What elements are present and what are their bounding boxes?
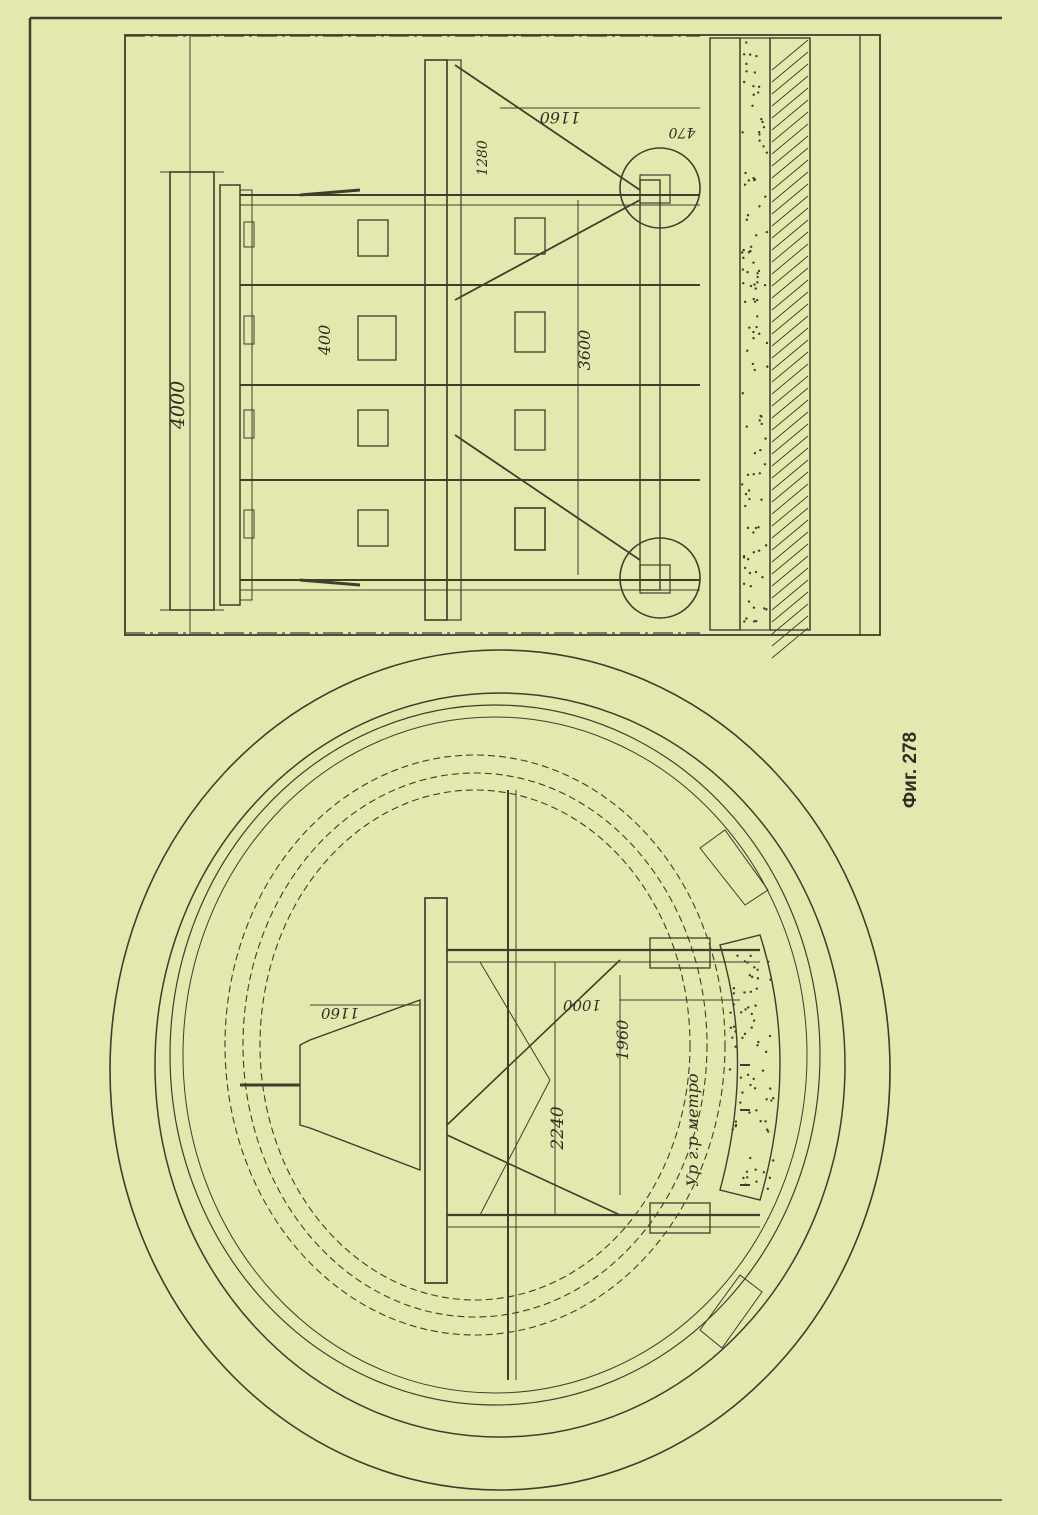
dim-3600: 3600: [575, 330, 594, 371]
dim-1160-section: 1160: [320, 1004, 359, 1022]
tunnel-cross-section: 1160 2240 1960 1000 Ур г.р метро: [109, 649, 891, 1491]
figure-caption: Фиг. 278: [900, 732, 921, 808]
dim-1160-side: 1160: [540, 108, 581, 127]
dim-1280: 1280: [475, 140, 491, 176]
side-view-frame: [124, 34, 881, 636]
side-view: 4000 400 3600 1160 1280 470: [124, 34, 881, 659]
dim-400: 400: [315, 325, 334, 357]
dim-2240: 2240: [548, 1106, 568, 1150]
dim-4000: 4000: [167, 381, 189, 430]
sheet-frame: [28, 16, 1002, 1501]
track-level-label: Ур г.р метро: [683, 1073, 702, 1186]
panel-window-400: [357, 315, 397, 361]
formwork-carriage: [219, 59, 701, 621]
dim-1000: 1000: [562, 996, 601, 1014]
dim-470: 470: [669, 124, 697, 140]
concrete-lining: [709, 35, 861, 659]
dim-1960: 1960: [613, 1020, 632, 1061]
